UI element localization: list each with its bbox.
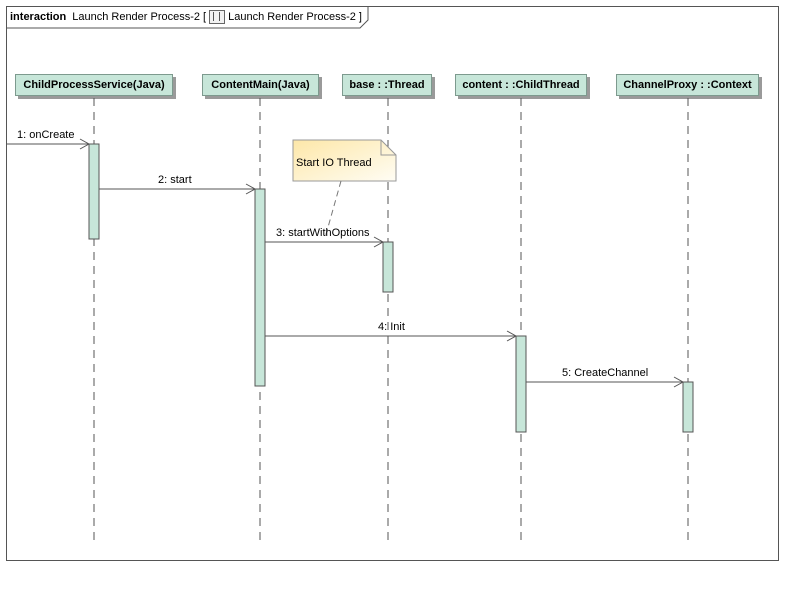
lifeline-label: ChannelProxy : :Context [623, 79, 752, 91]
message-label-init: 4: Init [378, 321, 405, 333]
message-start[interactable] [99, 183, 257, 195]
activation-bar-channel-proxy-context [682, 381, 694, 433]
lifeline-head-content-main[interactable]: ContentMain(Java) [202, 74, 319, 96]
activation-bar-base-thread [382, 241, 394, 293]
message-label-create-channel: 5: CreateChannel [562, 367, 649, 379]
lifeline-head-channel-proxy-context[interactable]: ChannelProxy : :Context [616, 74, 759, 96]
interaction-reference-icon [209, 10, 226, 24]
activation-bar-content-child-thread [515, 335, 527, 433]
note-start-io-thread[interactable] [292, 139, 397, 182]
lifeline-label: content : :ChildThread [462, 79, 580, 91]
note-text: Start IO Thread [296, 157, 372, 169]
frame-tab: interaction Launch Render Process-2 [ La… [6, 6, 373, 28]
message-init[interactable] [265, 330, 518, 342]
lifeline-head-child-process-service[interactable]: ChildProcessService(Java) [15, 74, 173, 96]
frame-bracket-open: [ [203, 11, 207, 23]
activation-bar-child-process-service [88, 143, 100, 240]
message-start-with-options[interactable] [265, 236, 385, 248]
lifeline-label: base : :Thread [349, 79, 425, 91]
message-on-create[interactable] [6, 138, 91, 150]
message-label-on-create: 1: onCreate [17, 129, 75, 141]
frame-keyword: interaction [10, 11, 67, 23]
lifeline-head-base-thread[interactable]: base : :Thread [342, 74, 432, 96]
interaction-frame [6, 6, 779, 561]
frame-reference: Launch Render Process-2 [228, 11, 356, 23]
message-label-start: 2: start [158, 174, 192, 186]
lifeline-label: ChildProcessService(Java) [23, 79, 165, 91]
message-label-start-with-options: 3: startWithOptions [276, 227, 370, 239]
message-create-channel[interactable] [526, 376, 685, 388]
frame-name: Launch Render Process-2 [72, 11, 201, 23]
lifeline-head-content-child-thread[interactable]: content : :ChildThread [455, 74, 587, 96]
activation-bar-content-main [254, 188, 266, 387]
frame-bracket-close: ] [358, 11, 362, 23]
lifeline-label: ContentMain(Java) [211, 79, 310, 91]
